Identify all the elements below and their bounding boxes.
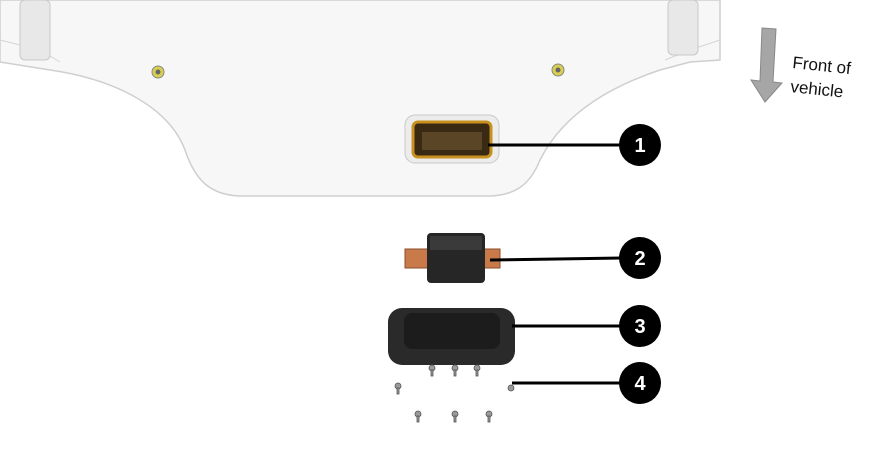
front-label-line1: Front of (792, 53, 853, 78)
front-direction-indicator: Front of vehicle (750, 27, 853, 103)
callout-4-number: 4 (634, 373, 646, 395)
callout-1-number: 1 (634, 135, 645, 157)
callout-2-number: 2 (634, 248, 645, 270)
callout-2: 2 (619, 237, 661, 279)
screws-part (394, 364, 515, 423)
cover-plate-part (388, 308, 515, 365)
right-bracket (667, 0, 699, 56)
access-opening (404, 114, 500, 164)
left-bracket (19, 0, 51, 61)
callout-3-number: 3 (634, 316, 645, 338)
down-arrow-icon (750, 27, 784, 103)
front-label-line2: vehicle (790, 77, 845, 101)
callout-2-leader (489, 256, 623, 262)
connector-part (404, 233, 501, 283)
callout-3: 3 (619, 305, 661, 347)
callout-4: 4 (619, 362, 661, 404)
callout-1: 1 (619, 124, 661, 166)
battery-pack (0, 0, 721, 197)
